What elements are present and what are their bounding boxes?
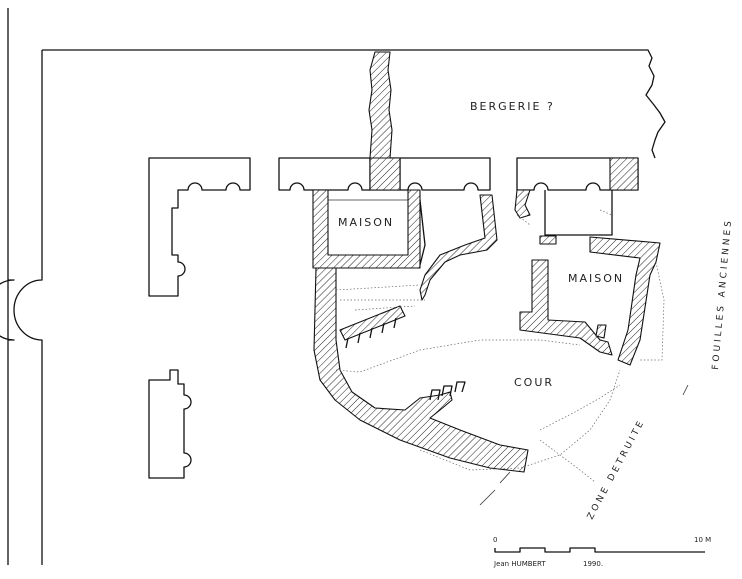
left-rampart: [0, 8, 43, 565]
stair-comb-lower: [429, 381, 466, 401]
scale-end-label: 10 M: [694, 536, 711, 544]
excavation-dotted-boundary: [335, 209, 665, 483]
author-credit: Jean HUMBERT: [493, 560, 546, 568]
maison-left-structure: [312, 189, 421, 269]
maison-right-structure: [514, 189, 661, 366]
label-zone-detruite: ZONE DETRUITE: [586, 418, 648, 522]
zone-boundary-dashes: [479, 384, 689, 506]
central-facade: [278, 157, 491, 191]
courtyard-south-wall: [313, 267, 529, 473]
label-cour: COUR: [514, 376, 554, 389]
interior-thin-walls: [335, 194, 498, 311]
right-facade: [516, 157, 639, 191]
label-maison-left: MAISON: [338, 216, 394, 229]
bergerie-enclosure: [42, 49, 666, 159]
scale-start-label: 0: [493, 536, 497, 544]
year-credit: 1990.: [583, 560, 603, 568]
label-fouilles-anciennes: FOUILLES ANCIENNES: [711, 218, 734, 370]
pilaster-block-upper: [148, 157, 251, 297]
north-wall-hatched: [368, 51, 393, 159]
scale-bar: 0 10 M Jean HUMBERT 1990.: [493, 536, 711, 568]
stair-comb-upper: [339, 305, 406, 349]
label-maison-right: MAISON: [568, 272, 624, 285]
label-bergerie: BERGERIE ?: [470, 100, 555, 113]
pilaster-block-lower: [148, 369, 192, 479]
